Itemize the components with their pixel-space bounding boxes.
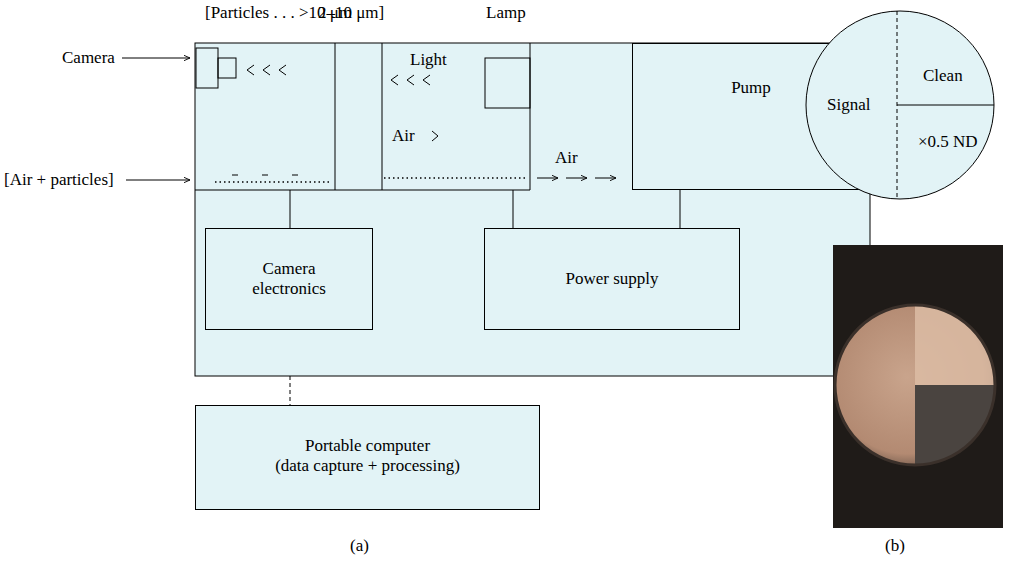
label-text: Lamp [486,3,526,23]
light-chevrons [391,75,430,85]
particle-dots [215,181,330,183]
lamp-symbol [485,58,530,108]
camera-body [196,48,218,88]
filter-disc: Signal Clean ×0.5 ND [805,10,995,200]
photo-nd-quadrant [915,385,1005,475]
photo-clean-quadrant [915,300,1005,385]
node-text: ×0.5 ND [918,132,978,152]
label-text: Camera [62,48,115,68]
label-text: (a) [350,536,369,556]
process-box: Camera electronics [205,228,373,330]
label-text: Air [555,148,578,168]
node-text: Portable computer [305,436,430,456]
photo-rim [835,305,995,465]
label-text: [Air + particles] [4,170,114,190]
chamber-floor [195,190,530,191]
connector-line [680,190,681,228]
node-text: Signal [827,95,870,115]
filter-dots [384,177,526,179]
disc-outline [806,11,994,199]
divider-line [897,105,994,106]
light-chevrons [247,65,286,75]
process-box: Portable computer(data capture + process… [195,405,540,510]
node-text: (data capture + processing) [275,456,460,476]
label-text: 2–10 μm] [318,3,384,23]
pointer-arrow [122,58,190,59]
label-text: (b) [885,536,905,556]
air-chevron [432,131,438,141]
chamber-wall [382,43,383,190]
node-text: Clean [923,66,963,86]
node-text: Pump [731,78,771,98]
chamber-wall [335,43,336,190]
air-arrow [537,178,558,179]
label-text: Light [410,50,447,70]
data-link [290,376,291,405]
process-box: Power supply [484,228,740,330]
node-text: Power supply [565,269,658,289]
pointer-arrow [126,180,190,181]
node-text: Camera electronics [239,259,339,299]
label-text: Air [392,126,415,146]
air-arrow [566,178,587,179]
instrument-housing [195,43,870,376]
wire [513,190,514,228]
camera-lens [218,58,236,78]
particle-dashes [232,175,298,176]
air-arrow [595,178,616,179]
wire [290,190,291,228]
